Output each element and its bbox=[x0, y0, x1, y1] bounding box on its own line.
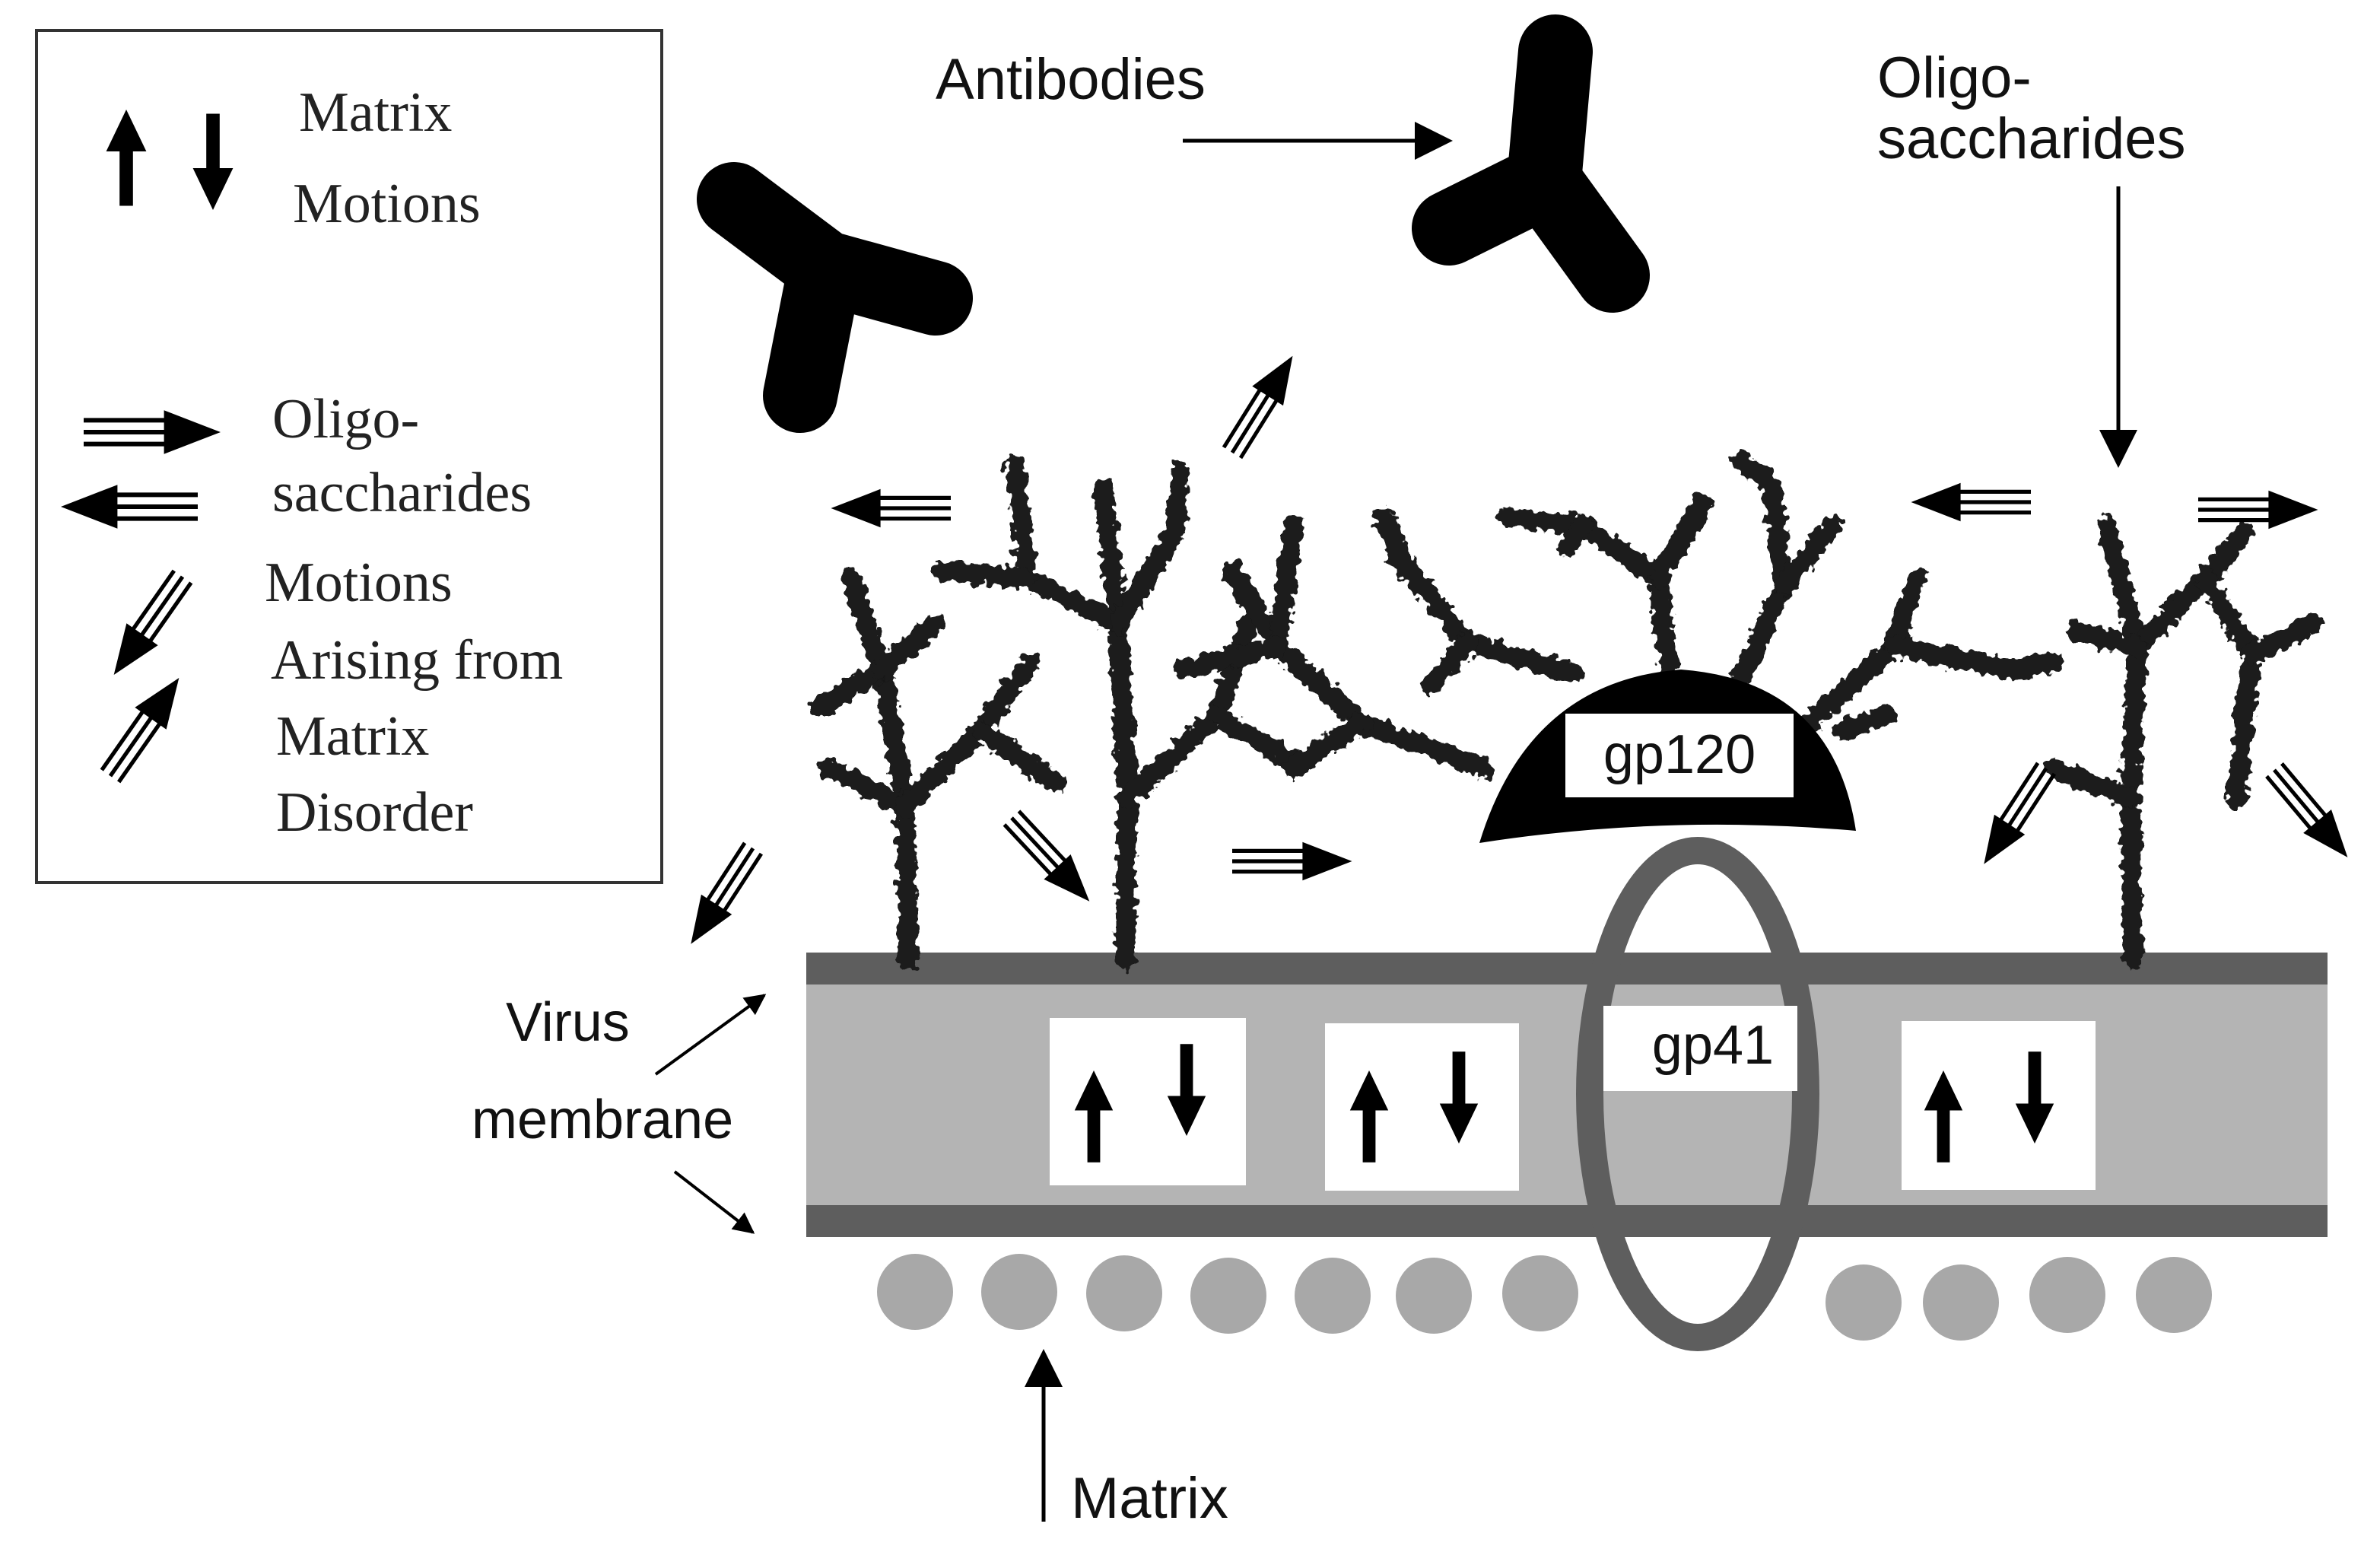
legend-box bbox=[35, 29, 663, 884]
virus-pointer-inner bbox=[673, 1170, 755, 1234]
legend-arising-label: Arising from bbox=[271, 629, 563, 692]
matrix-protein-dot bbox=[1086, 1255, 1162, 1331]
triple-arrow-icon bbox=[1232, 842, 1352, 880]
gp41-label: gp41 bbox=[1652, 1015, 1774, 1076]
triple-arrow-icon bbox=[1217, 346, 1308, 463]
matrix-protein-dot bbox=[1923, 1264, 1999, 1341]
virus-pointer-outer bbox=[654, 994, 767, 1076]
legend-matrix-label: Matrix bbox=[299, 81, 452, 144]
gp41-label-box bbox=[1603, 1006, 1797, 1091]
matrix-protein-dot bbox=[1826, 1264, 1902, 1341]
oligo-label-line1: Oligo- bbox=[1877, 46, 2032, 110]
oligosaccharide-icon bbox=[1374, 507, 1584, 695]
triple-arrow-icon bbox=[2198, 491, 2318, 529]
virus-membrane bbox=[806, 953, 2328, 1237]
membrane-inner-leaflet bbox=[806, 1205, 2328, 1237]
matrix-label: Matrix bbox=[1071, 1466, 1228, 1531]
triple-arrow-icon bbox=[2261, 759, 2362, 870]
oligosaccharide-icon bbox=[1732, 450, 1843, 687]
triple-arrow-icon bbox=[831, 489, 952, 527]
oligosaccharide-icon bbox=[1173, 515, 1493, 778]
triple-arrow-icon bbox=[1911, 483, 2032, 521]
oligosaccharide-icon bbox=[1496, 492, 1714, 679]
matrix-motion-box bbox=[1902, 1021, 2096, 1190]
gp120-label: gp120 bbox=[1603, 724, 1756, 785]
triple-arrow-icon bbox=[675, 838, 768, 954]
gp41-ring bbox=[1576, 837, 1819, 1351]
legend-motions-label: Motions bbox=[293, 173, 481, 235]
matrix-protein-dot bbox=[1502, 1255, 1578, 1331]
oligosaccharide-icon bbox=[933, 454, 1303, 970]
oligosaccharide-icon bbox=[1800, 568, 2064, 740]
matrix-protein-dot bbox=[2029, 1257, 2105, 1333]
oligosaccharide-icon bbox=[810, 568, 1067, 970]
antibodies-label: Antibodies bbox=[936, 47, 1206, 112]
legend: Matrix Motions Oligo- saccharides Motion… bbox=[35, 29, 663, 884]
gp120-label-box bbox=[1565, 714, 1794, 797]
legend-motions2-label: Motions bbox=[265, 552, 453, 614]
antibody-icon bbox=[697, 162, 973, 433]
matrix-proteins bbox=[877, 1254, 2212, 1341]
matrix-protein-dot bbox=[981, 1254, 1057, 1330]
membrane-core bbox=[806, 957, 2328, 1216]
membrane-outer-leaflet bbox=[806, 953, 2328, 984]
virus-label-line1: Virus bbox=[506, 992, 630, 1053]
triple-arrow-icon bbox=[998, 806, 1102, 914]
matrix-protein-dot bbox=[2136, 1257, 2212, 1333]
oligo-label-line2: saccharides bbox=[1877, 107, 2186, 171]
oligosaccharide-icon bbox=[2044, 515, 2322, 970]
virus-label-line2: membrane bbox=[472, 1089, 733, 1150]
legend-saccharides-label: saccharides bbox=[272, 462, 532, 524]
matrix-protein-dot bbox=[877, 1254, 953, 1330]
matrix-motion-box bbox=[1050, 1018, 1246, 1185]
antibody-icon bbox=[1412, 14, 1650, 313]
matrix-protein-dot bbox=[1396, 1258, 1472, 1334]
matrix-motion-box bbox=[1325, 1023, 1519, 1191]
matrix-protein-dot bbox=[1190, 1258, 1266, 1334]
matrix-protein-dot bbox=[1295, 1258, 1371, 1334]
legend-matrix2-label: Matrix bbox=[276, 705, 429, 768]
legend-disorder-label: Disorder bbox=[276, 781, 473, 844]
legend-oligo-label: Oligo- bbox=[272, 388, 419, 450]
